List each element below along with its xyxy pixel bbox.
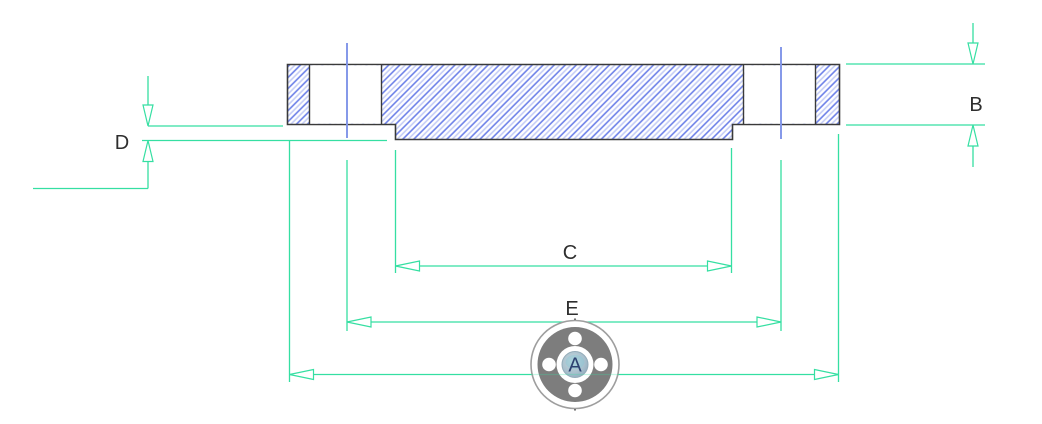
e-arrow-right-icon <box>756 316 782 328</box>
flange-cross-section <box>286 43 841 141</box>
left-bolt-hole <box>310 65 381 124</box>
dimension-b-label: B <box>969 94 982 116</box>
c-arrow-left-icon <box>395 260 421 272</box>
dimension-a-label: A <box>568 355 582 377</box>
a-arrow-left-icon <box>289 368 315 381</box>
d-arrow-up-icon <box>142 140 154 163</box>
dimension-d-label: D <box>115 132 129 154</box>
b-arrow-down-icon <box>967 42 979 65</box>
flange-bolt-hole-top <box>568 331 582 346</box>
flange-bolt-hole-left <box>542 357 556 372</box>
dimension-e-label: E <box>565 298 578 320</box>
d-arrow-down-icon <box>142 104 154 127</box>
flange-bore-disc <box>561 351 589 378</box>
dimension-c: C <box>394 148 733 273</box>
flange-bolt-hole-bottom <box>568 383 582 398</box>
dimension-c-label: C <box>563 242 577 264</box>
flange-bore-watermark <box>565 355 585 369</box>
flange-top-view-image: A <box>530 318 620 411</box>
dimension-d: D <box>33 76 387 190</box>
a-arrow-right-icon <box>813 368 839 381</box>
e-arrow-left-icon <box>346 316 372 328</box>
flange-bolt-hole-right <box>594 357 608 372</box>
b-arrow-up-icon <box>967 124 979 147</box>
dimension-b: B <box>846 23 985 167</box>
c-arrow-right-icon <box>706 260 732 272</box>
flange-body-outline <box>286 63 841 141</box>
right-bolt-hole <box>744 65 816 124</box>
